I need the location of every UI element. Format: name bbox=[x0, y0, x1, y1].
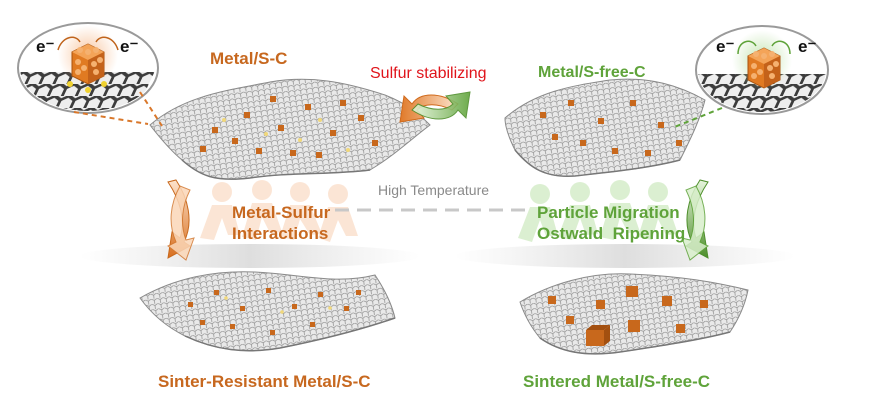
running-figures-icon bbox=[518, 180, 678, 242]
metal-cluster-icon bbox=[747, 47, 781, 89]
electron-label: e⁻ bbox=[798, 37, 817, 56]
curved-arrow-icon bbox=[681, 179, 709, 261]
running-figures-icon bbox=[200, 180, 358, 242]
leader-line-left bbox=[73, 91, 163, 127]
migration-line1: Particle Migration bbox=[537, 203, 680, 222]
migration-line2: Ostwald Ripening bbox=[537, 224, 686, 243]
metal-sulfur-line1: Metal-Sulfur bbox=[232, 203, 331, 222]
metal-sulfur-line2: Interactions bbox=[232, 224, 329, 243]
curved-arrow-icon bbox=[167, 179, 195, 261]
metal-cluster-icon bbox=[71, 43, 105, 85]
inset-metal-free-icon bbox=[695, 25, 829, 115]
floor-shadow-right bbox=[455, 244, 795, 268]
graphene-sheet-top-left bbox=[149, 78, 431, 180]
curved-arrow-icon bbox=[399, 91, 471, 123]
sulfur-stabilizing-label: Sulfur stabilizing bbox=[370, 65, 487, 82]
electron-label: e⁻ bbox=[716, 37, 735, 56]
sinter-resistant-label: Sinter-Resistant Metal/S-C bbox=[158, 372, 371, 391]
graphene-sheet-bottom-left bbox=[139, 271, 396, 352]
electron-label: e⁻ bbox=[120, 37, 139, 56]
graphene-sheet-top-right bbox=[504, 78, 706, 177]
metal-s-free-c-label: Metal/S-free-C bbox=[538, 64, 646, 81]
electron-label: e⁻ bbox=[36, 37, 55, 56]
high-temperature-label: High Temperature bbox=[378, 182, 490, 198]
graphene-sheet-bottom-right bbox=[519, 273, 749, 355]
floor-shadow-left bbox=[80, 244, 420, 268]
metal-s-c-label: Metal/S-C bbox=[210, 49, 288, 68]
sintered-label: Sintered Metal/S-free-C bbox=[523, 372, 711, 391]
